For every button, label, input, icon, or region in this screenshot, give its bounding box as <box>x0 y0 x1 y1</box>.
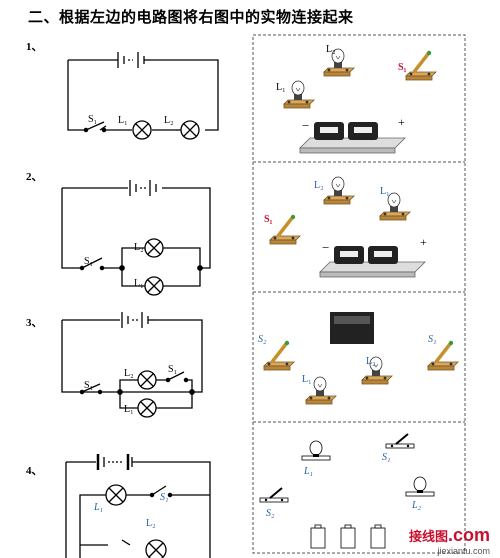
p2-lamp-b-label: L₁ <box>380 186 390 197</box>
watermark-cn: 接线图 <box>408 530 448 545</box>
c2-s1-label: S₁ <box>84 256 93 267</box>
circuit-2 <box>61 180 211 296</box>
circuit-1 <box>67 52 219 140</box>
p1-minus-label: − <box>302 118 309 133</box>
c1-l1-label: L₁ <box>118 115 128 126</box>
p4-lamp-a-label: L₁ <box>303 466 313 477</box>
c4-l2-label: L₂ <box>146 518 156 529</box>
question-number-3: 3、 <box>26 317 43 329</box>
question-number-4: 4、 <box>26 465 43 477</box>
p4-switch-b <box>259 487 289 503</box>
p4-lamp-b <box>405 476 435 497</box>
p2-plus-label: + <box>420 235 427 249</box>
p4-cell-3 <box>370 524 386 549</box>
p1-lamp-left-label: L₁ <box>276 82 286 93</box>
c2-l2-label: L₂ <box>134 242 144 253</box>
p1-switch <box>404 49 438 82</box>
c4-s1-label: S₁ <box>160 492 168 503</box>
p4-lamp-a <box>301 440 331 461</box>
p3-switch-left-label: S₂ <box>258 334 267 345</box>
p2-lamp-a-label: L₂ <box>314 180 324 191</box>
p3-switch-left <box>262 339 296 372</box>
c4-l1-label: L₁ <box>93 502 103 513</box>
circuit-diagrams: S₁ L₁ L₂ S₁ L₂ L₁ S₁ L₂ S₁ L₁ L₁ S₁ L₂ <box>61 52 219 558</box>
watermark-com: .com <box>447 525 490 545</box>
p2-lamp-a <box>323 176 355 205</box>
c3-s1-label: S₁ <box>84 380 93 391</box>
c3-s1b-label: S₁ <box>168 364 177 375</box>
p1-battery <box>299 121 406 154</box>
c1-s1-label: S₁ <box>88 114 97 125</box>
p2-battery <box>319 245 426 278</box>
c3-l2-label: L₂ <box>124 368 134 379</box>
p4-cell-2 <box>340 524 356 549</box>
p3-switch-right <box>426 339 460 372</box>
p3-switch-right-label: S₁ <box>428 334 436 345</box>
c1-l2-label: L₂ <box>164 115 174 126</box>
p4-switch-a-label: S₁ <box>382 452 390 463</box>
circuit-4 <box>65 454 211 558</box>
c3-l1-label: L₁ <box>124 404 134 415</box>
panel-border <box>252 34 466 554</box>
watermark-url: jiexiantu.com <box>437 546 490 556</box>
p1-plus-label: + <box>398 115 405 129</box>
watermark: 接线图.com jiexiantu.com <box>409 525 490 556</box>
p2-switch-label: S₁ <box>264 214 273 225</box>
p4-switch-b-label: S₂ <box>266 508 275 519</box>
p1-switch-label: S₁ <box>398 62 407 73</box>
p3-lamp-b-label: L₁ <box>302 374 312 385</box>
p2-switch <box>268 213 302 246</box>
c2-l1-label: L₁ <box>134 278 144 289</box>
p2-minus-label: − <box>322 240 329 255</box>
p4-switch-a <box>385 433 415 449</box>
p1-lamp-left <box>283 80 315 109</box>
p1-lamp-top-label: L₂ <box>326 44 336 55</box>
circuit-3 <box>61 312 203 418</box>
p3-lamp-a-label: L₂ <box>366 356 376 367</box>
question-number-1: 1、 <box>26 41 43 53</box>
page-title: 二、根据左边的电路图将右图中的实物连接起来 <box>28 8 354 26</box>
question-number-2: 2、 <box>26 171 43 183</box>
p4-cell-1 <box>310 524 326 549</box>
p4-lamp-b-label: L₂ <box>411 500 422 511</box>
p2-lamp-b <box>379 192 411 221</box>
